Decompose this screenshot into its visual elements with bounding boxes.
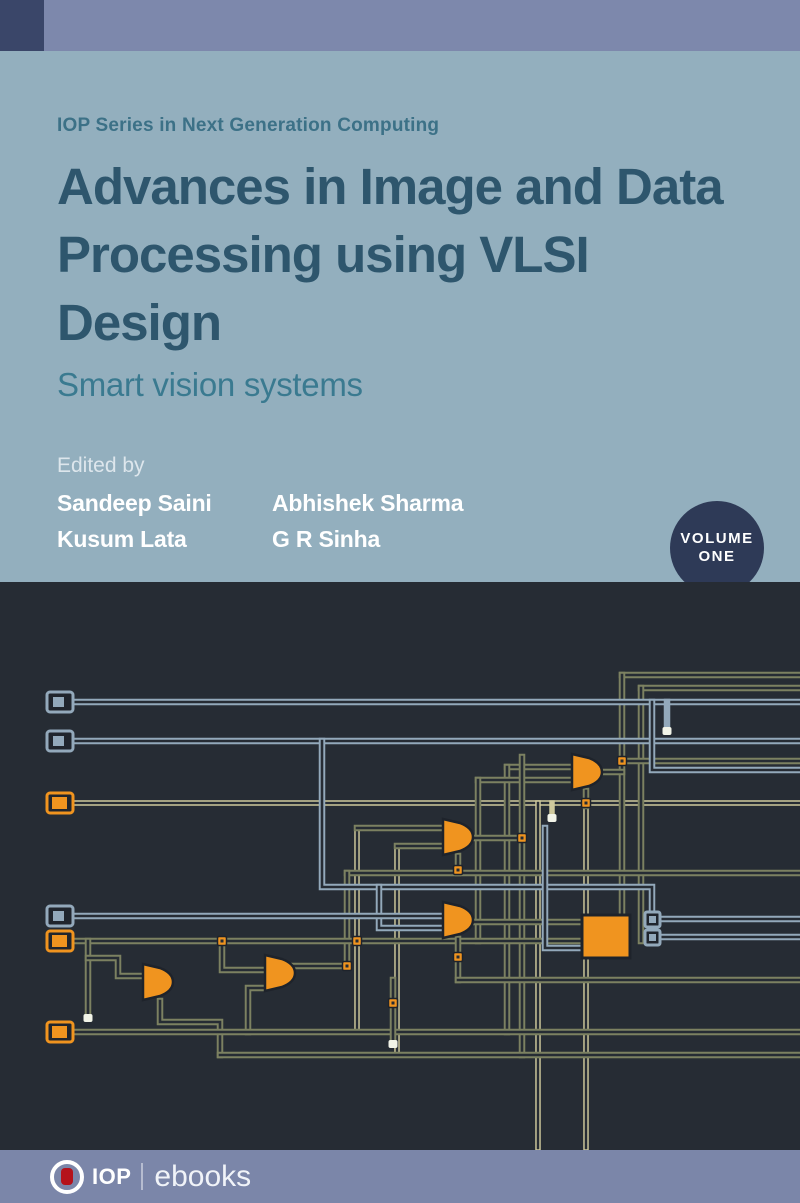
junction-connector bbox=[580, 797, 592, 809]
junction-connector bbox=[216, 935, 228, 947]
junction-connector bbox=[341, 960, 353, 972]
output-pin-blue bbox=[643, 910, 662, 929]
wire-end-cap bbox=[83, 1014, 93, 1022]
junction-connector bbox=[452, 951, 464, 963]
cover-main-section: IOP Series in Next Generation Computing … bbox=[0, 51, 800, 595]
input-pin-blue bbox=[45, 904, 75, 928]
input-pin-orange bbox=[45, 791, 75, 815]
product-name: ebooks bbox=[154, 1159, 252, 1193]
editor-list: Sandeep Saini Abhishek Sharma Kusum Lata… bbox=[57, 485, 760, 557]
blue-wires bbox=[69, 698, 800, 952]
wire-end-caps bbox=[83, 727, 672, 1048]
series-title: IOP Series in Next Generation Computing bbox=[57, 115, 440, 136]
input-pin-blue bbox=[45, 690, 75, 714]
gate-icon bbox=[141, 962, 175, 1002]
circuit-artwork-section bbox=[0, 582, 800, 1150]
volume-badge-line1: VOLUME bbox=[680, 530, 754, 547]
volume-badge-line2: ONE bbox=[698, 548, 736, 565]
gate-icon bbox=[441, 900, 475, 940]
book-title: Advances in Image and Data Processing us… bbox=[57, 153, 760, 357]
book-title-line1: Advances in Image and Data bbox=[57, 158, 724, 215]
junction-connector bbox=[351, 935, 363, 947]
corner-accent-square bbox=[0, 0, 44, 51]
wire-junctions bbox=[216, 755, 628, 1009]
editor-name: Sandeep Saini bbox=[57, 489, 212, 516]
input-pin-orange bbox=[45, 1020, 75, 1044]
olive-wires bbox=[69, 671, 800, 1059]
gate-icon bbox=[441, 817, 475, 857]
gate-icon bbox=[570, 752, 604, 792]
wire-end-cap bbox=[662, 727, 672, 735]
editor-name: Abhishek Sharma bbox=[272, 489, 464, 516]
gate-icon bbox=[263, 953, 297, 993]
iop-logo-icon bbox=[50, 1159, 84, 1194]
input-pin-blue bbox=[45, 729, 75, 753]
iop-logo-red-mark bbox=[61, 1168, 73, 1185]
output-pin-blue bbox=[643, 928, 662, 947]
book-subtitle: Smart vision systems bbox=[57, 366, 363, 403]
logo-divider bbox=[141, 1163, 144, 1190]
volume-badge: VOLUME ONE bbox=[670, 501, 764, 595]
publisher-footer-bar: IOP ebooks bbox=[0, 1150, 800, 1203]
editor-name: Kusum Lata bbox=[57, 525, 187, 552]
wire-end-cap bbox=[547, 814, 557, 822]
logic-gates bbox=[141, 752, 632, 1002]
logic-block-icon bbox=[580, 913, 632, 960]
pale-wires bbox=[70, 800, 800, 1150]
junction-connector bbox=[516, 832, 528, 844]
top-band bbox=[0, 0, 800, 51]
edited-by-label: Edited by bbox=[57, 454, 145, 477]
junction-connector bbox=[452, 864, 464, 876]
editor-name: G R Sinha bbox=[272, 525, 381, 552]
publisher-name: IOP bbox=[92, 1163, 132, 1189]
book-title-line2: Processing using VLSI Design bbox=[57, 226, 590, 351]
input-pins bbox=[45, 690, 75, 1044]
circuit-illustration bbox=[45, 671, 800, 1150]
input-pin-orange bbox=[45, 929, 75, 953]
junction-connector bbox=[616, 755, 628, 767]
wire-end-cap bbox=[388, 1040, 398, 1048]
output-pins bbox=[643, 910, 662, 947]
junction-connector bbox=[387, 997, 399, 1009]
